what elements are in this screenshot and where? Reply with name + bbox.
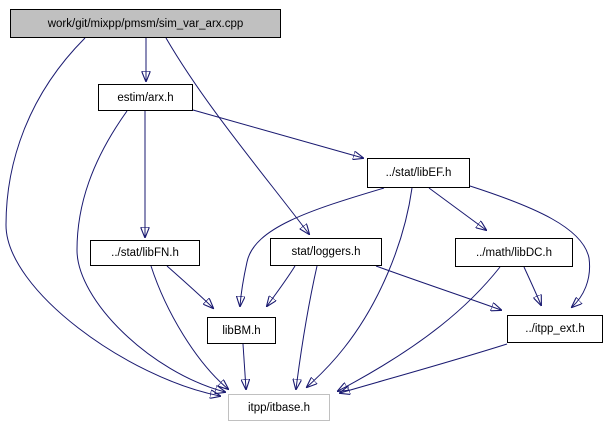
node-label: libBM.h — [222, 324, 261, 337]
node-label: estim/arx.h — [117, 91, 174, 104]
edge-loggers-itpp_ext — [375, 265, 501, 310]
node-label: ../stat/libEF.h — [385, 167, 452, 179]
graph-node-itpp-itbase-h: itpp/itbase.h — [228, 394, 330, 421]
graph-node-itpp-ext-h[interactable]: ../itpp_ext.h — [507, 315, 603, 343]
graph-node-stat-loggers-h[interactable]: stat/loggers.h — [270, 238, 382, 266]
edge-cpp-loggers — [165, 37, 309, 234]
edge-libEF-itpp_ext — [469, 185, 591, 307]
edge-loggers-libBM — [267, 265, 296, 306]
edge-libEF-itbase — [307, 187, 413, 387]
graph-node-estim-arx-h[interactable]: estim/arx.h — [98, 84, 193, 111]
edge-libBM-itbase — [243, 343, 246, 389]
node-label: ../stat/libFN.h — [111, 247, 179, 259]
graph-node-sim-var-arx-cpp: work/git/mixpp/pmsm/sim_var_arx.cpp — [10, 9, 281, 38]
node-label: ../math/libDC.h — [475, 246, 553, 259]
node-label: work/git/mixpp/pmsm/sim_var_arx.cpp — [47, 17, 244, 30]
edge-libEF-libDC — [428, 187, 486, 230]
edge-libFN-itbase — [150, 265, 228, 389]
graph-node-stat-libFN-h[interactable]: ../stat/libFN.h — [90, 240, 200, 266]
edge-cpp-itbase — [5, 37, 220, 396]
node-label: ../itpp_ext.h — [525, 323, 585, 335]
edge-itpp_ext-itbase — [340, 343, 508, 393]
edge-libFN-libBM — [166, 265, 213, 308]
graph-node-stat-libEF-h[interactable]: ../stat/libEF.h — [367, 158, 470, 188]
graph-node-math-libDC-h[interactable]: ../math/libDC.h — [455, 238, 573, 267]
node-label: stat/loggers.h — [291, 246, 361, 258]
graph-node-libBM-h[interactable]: libBM.h — [207, 317, 276, 344]
edge-libEF-libBM — [240, 187, 385, 306]
edge-arx-itbase — [76, 110, 225, 392]
edge-arx-libEF — [192, 109, 363, 158]
node-label: itpp/itbase.h — [247, 401, 310, 414]
edge-libDC-itbase — [338, 266, 501, 391]
edge-libDC-itpp_ext — [523, 266, 541, 305]
edge-loggers-itbase — [296, 265, 318, 389]
